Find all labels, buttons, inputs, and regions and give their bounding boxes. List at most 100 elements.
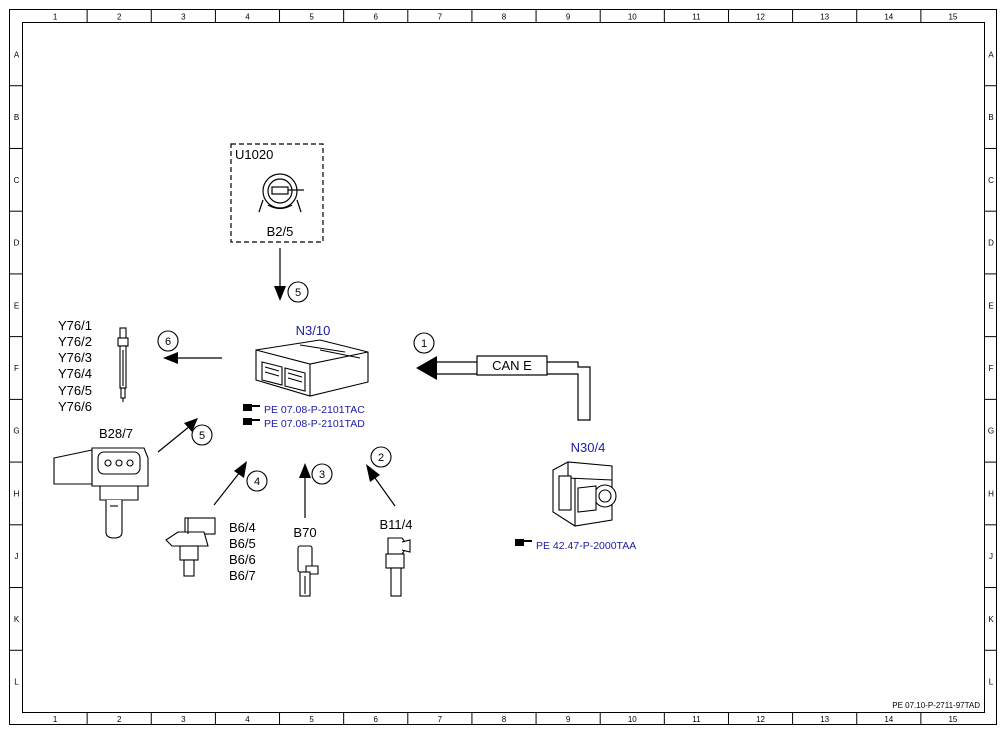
coolant-sensor-icon [385, 537, 411, 597]
grid-column-label: 10 [628, 715, 637, 724]
grid-row-label: F [14, 364, 19, 373]
arrow-camshaft-to-ecu: 4 [213, 461, 268, 506]
outer-frame [9, 9, 997, 725]
grid-column-label: 9 [566, 13, 571, 22]
inner-frame [22, 22, 985, 713]
step-number-maf: 5 [295, 287, 301, 299]
grid-column-label: 11 [692, 13, 701, 22]
grid-column-label: 6 [374, 13, 379, 22]
ecu-ref-1-text[interactable]: PE 07.08-P-2101TAC [264, 404, 365, 416]
grid-column-label: 15 [948, 13, 957, 22]
pointing-hand-icon [243, 404, 260, 411]
camshaft-label: B6/7 [229, 568, 256, 583]
arrow-ecu-to-injectors: 6 [157, 330, 222, 364]
grid-row-label: B [14, 113, 19, 122]
grid-column-label: 14 [884, 13, 893, 22]
grid-column-label: 9 [566, 715, 571, 724]
injector-label: Y76/2 [58, 334, 92, 349]
step-number-injectors: 6 [165, 336, 171, 348]
grid-column-label: 2 [117, 13, 122, 22]
grid-row-label: H [988, 489, 994, 498]
grid-column-label: 15 [948, 715, 957, 724]
grid-column-label: 8 [502, 13, 507, 22]
grid-row-label: A [14, 50, 20, 59]
injector-label: Y76/4 [58, 366, 92, 381]
grid-column-label: 13 [820, 13, 829, 22]
grid-column-label: 11 [692, 715, 701, 724]
crank-sensor-label: B70 [293, 525, 316, 540]
grid-row-label: E [14, 301, 19, 310]
grid-column-label: 5 [309, 13, 314, 22]
can-label: CAN E [492, 358, 532, 373]
grid-row-label: F [989, 364, 994, 373]
arrow-crank-to-ecu: 3 [299, 463, 333, 518]
coolant-sensor-label: B11/4 [379, 517, 412, 532]
grid-column-label: 7 [438, 13, 443, 22]
grid-row-label: B [988, 113, 993, 122]
maf-sensor-icon [258, 173, 304, 213]
inset-u1020: U1020 B2/5 [230, 143, 324, 243]
grid-row-label: G [13, 427, 19, 436]
step-number-boost: 5 [199, 430, 205, 442]
grid-row-label: E [988, 301, 993, 310]
step-number-coolant: 2 [378, 452, 384, 464]
arrow-maf-to-ecu: 5 [274, 248, 309, 303]
grid-column-label: 12 [756, 715, 765, 724]
grid-column-label: 3 [181, 13, 186, 22]
crank-sensor-icon [297, 545, 319, 597]
module-label: N30/4 [571, 440, 606, 455]
grid-column-label: 1 [53, 13, 58, 22]
boost-sensor-icon [53, 447, 149, 539]
ecu-ref-2-text[interactable]: PE 07.08-P-2101TAD [264, 418, 365, 430]
grid-column-label: 6 [374, 715, 379, 724]
injector-label: Y76/6 [58, 399, 92, 414]
grid-column-label: 10 [628, 13, 637, 22]
arrow-boost-to-ecu: 5 [157, 418, 213, 453]
injector-label: Y76/5 [58, 383, 92, 398]
injector-labels: Y76/1 Y76/2 Y76/3 Y76/4 Y76/5 Y76/6 [58, 318, 92, 414]
grid-column-label: 13 [820, 715, 829, 724]
camshaft-label: B6/5 [229, 536, 256, 551]
grid-column-label: 4 [245, 13, 250, 22]
module-ref[interactable]: PE 42.47-P-2000TAA [515, 539, 636, 552]
camshaft-labels: B6/4 B6/5 B6/6 B6/7 [229, 520, 256, 583]
grid-column-label: 14 [884, 715, 893, 724]
grid-row-label: A [988, 50, 994, 59]
grid-column-label: 3 [181, 715, 186, 724]
can-bus-arrow: CAN E 1 [413, 332, 591, 421]
camshaft-sensor-icon [165, 517, 216, 577]
grid-row-label: C [14, 176, 20, 185]
grid-column-label: 7 [438, 715, 443, 724]
grid-row-label: K [14, 615, 20, 624]
grid-row-label: K [988, 615, 994, 624]
grid-column-label: 2 [117, 715, 122, 724]
grid-column-label: 4 [245, 715, 250, 724]
pointing-hand-icon [243, 418, 260, 425]
inset-sensor-label: B2/5 [267, 224, 294, 239]
ecu-ref-2[interactable]: PE 07.08-P-2101TAD [243, 418, 365, 430]
inset-group-label: U1020 [235, 147, 273, 162]
ecu-label: N3/10 [296, 323, 331, 338]
injector-icon [117, 327, 129, 402]
grid-row-label: L [14, 678, 19, 687]
injector-label: Y76/1 [58, 318, 92, 333]
grid-row-label: G [988, 427, 994, 436]
grid-column-label: 5 [309, 715, 314, 724]
grid-column-label: 8 [502, 715, 507, 724]
boost-sensor-label: B28/7 [99, 426, 133, 441]
ecu-icon [255, 339, 369, 397]
pointing-hand-icon [515, 539, 532, 546]
module-ref-text[interactable]: PE 42.47-P-2000TAA [536, 540, 636, 552]
step-number-crank: 3 [319, 469, 325, 481]
document-id: PE 07.10-P-2711-97TAD [892, 701, 980, 710]
camshaft-label: B6/6 [229, 552, 256, 567]
injector-label: Y76/3 [58, 350, 92, 365]
step-number-can: 1 [421, 338, 427, 350]
grid-row-label: J [989, 552, 993, 561]
ecu-ref-1[interactable]: PE 07.08-P-2101TAC [243, 404, 365, 416]
